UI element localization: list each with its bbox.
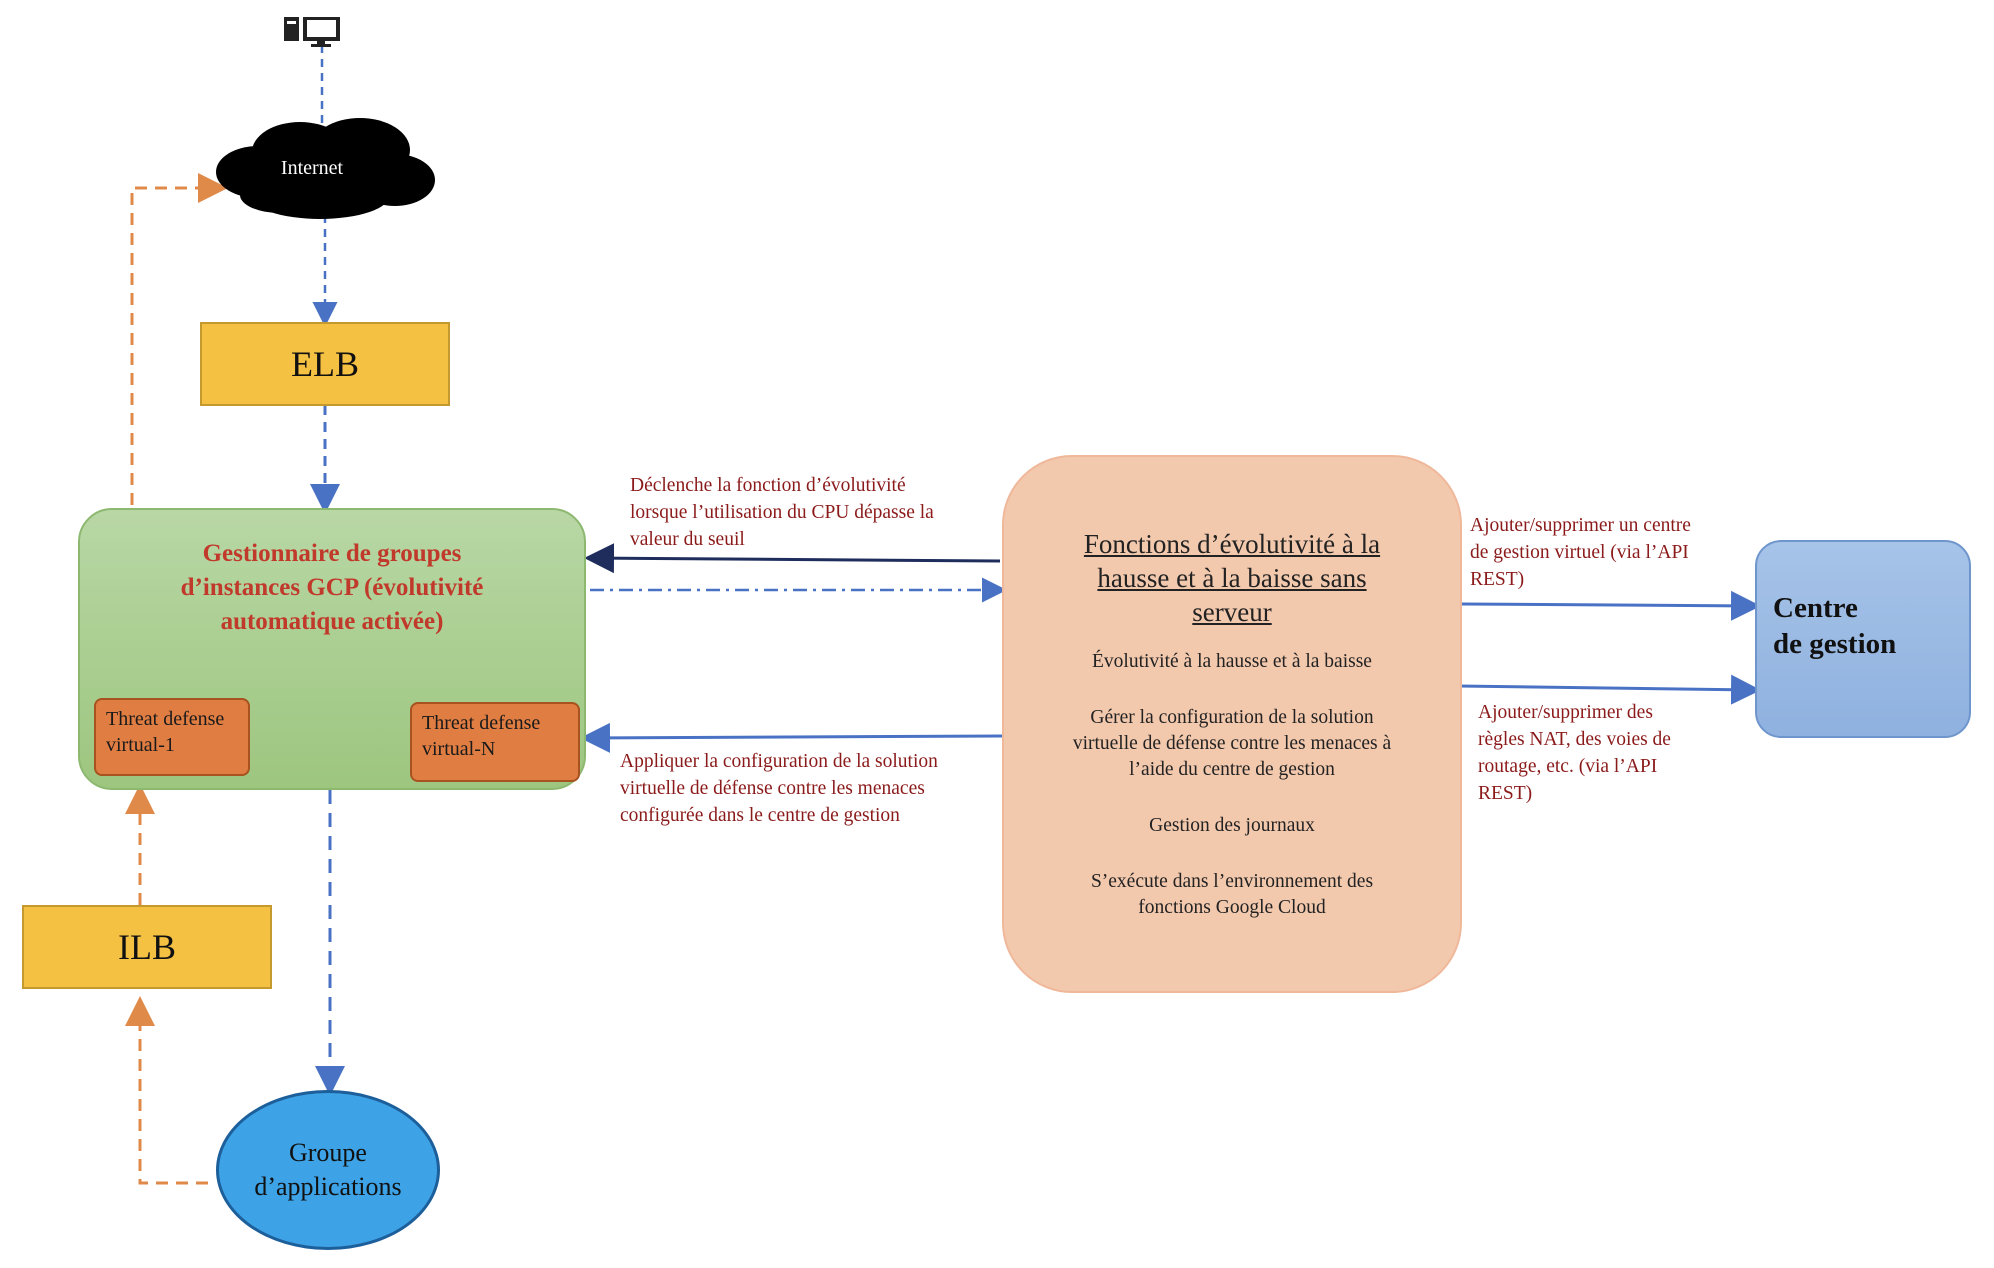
trigger-note: Déclenche la fonction d’évolutivité lors…: [630, 475, 934, 550]
internet-label: Internet: [280, 157, 344, 179]
serverless-functions-box: Fonctions d’évolutivité à la hausse et à…: [1002, 455, 1462, 993]
computer-icon: [284, 17, 340, 47]
management-center-box: Centre de gestion: [1755, 540, 1971, 738]
add-centre-note: Ajouter/supprimer un centre de gestion v…: [1470, 515, 1691, 590]
apply-config-arrow: [580, 722, 1004, 753]
elb-label: ELB: [291, 344, 359, 384]
mig-title: Gestionnaire de groupes d’instances GCP …: [180, 540, 484, 635]
cloud-shape: [216, 118, 435, 219]
trigger-arrow: [584, 543, 1001, 574]
serverless-item-config: Gérer la configuration de la solution vi…: [1072, 707, 1392, 780]
serverless-item-environment: S’exécute dans l’environnement des fonct…: [1090, 871, 1374, 918]
serverless-item-scaling: Évolutivité à la hausse et à la baisse: [1092, 651, 1372, 672]
ilb-box: ILB: [22, 905, 272, 989]
add-centre-arrow: [1461, 590, 1761, 621]
gcp-instance-group-manager: Gestionnaire de groupes d’instances GCP …: [78, 508, 586, 790]
elb-box: ELB: [200, 322, 450, 406]
mig-to-internet-return-connector: [130, 173, 228, 505]
threat-defense-virtual-1: Threat defense virtual-1: [94, 698, 250, 776]
application-group: Groupe d’applications: [216, 1090, 440, 1250]
serverless-title: Fonctions d’évolutivité à la hausse et à…: [1083, 529, 1381, 627]
threat-defense-virtual-n: Threat defense virtual-N: [410, 702, 580, 782]
apps-to-ilb-connector: [125, 996, 208, 1185]
add-nat-note: Ajouter/supprimer des règles NAT, des vo…: [1478, 702, 1671, 804]
serverless-item-logs: Gestion des journaux: [1149, 815, 1315, 836]
apply-config-note: Appliquer la configuration de la solutio…: [620, 751, 938, 826]
ilb-label: ILB: [118, 927, 176, 967]
add-nat-arrow: [1457, 674, 1761, 705]
